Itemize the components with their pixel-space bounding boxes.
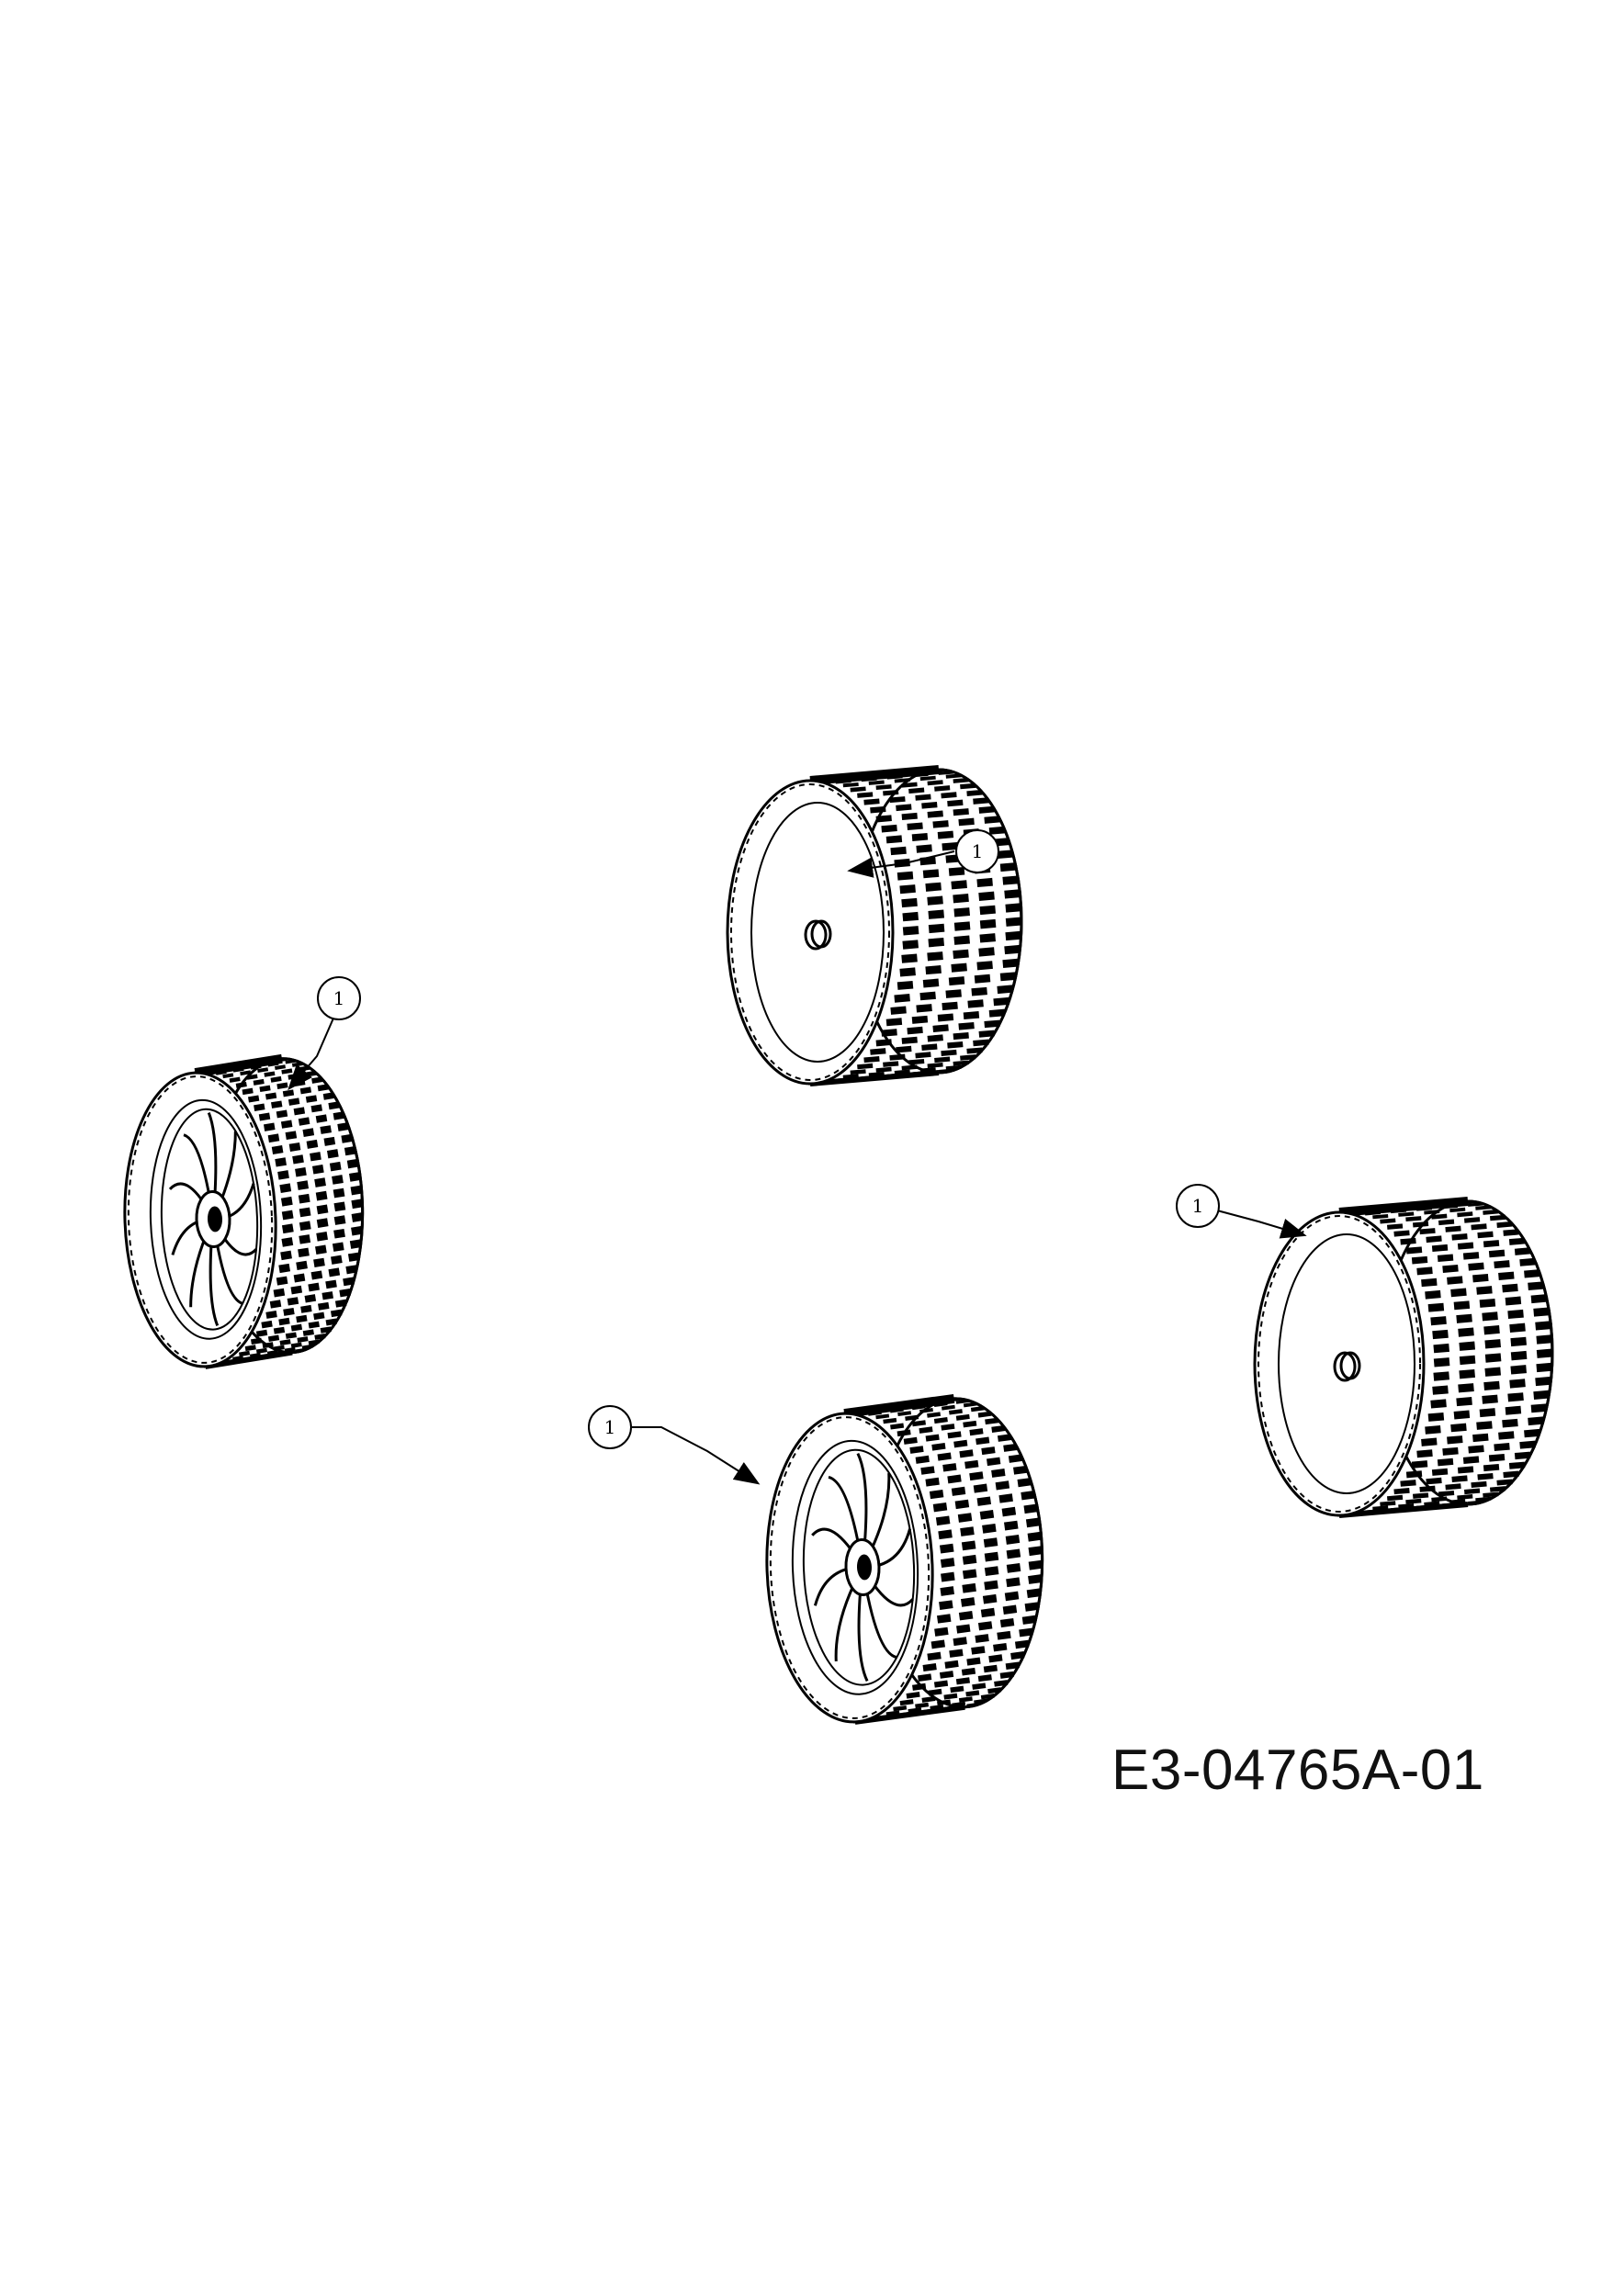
- axle-hub: [804, 919, 828, 951]
- callout-label: 1: [333, 987, 345, 1009]
- leader-line-top: [847, 850, 955, 878]
- callout-label: 1: [604, 1416, 616, 1438]
- tread-pattern: [1338, 1197, 1553, 1518]
- tread-pattern: [809, 765, 1022, 1086]
- drawing-number: E3-04765A-01: [1111, 1739, 1484, 1802]
- wheel-left: [123, 1053, 365, 1369]
- hubcap: [750, 802, 885, 1063]
- axle-hub: [1333, 1351, 1357, 1382]
- leader-lines: [288, 850, 1307, 1485]
- hubcap: [1278, 1233, 1415, 1494]
- callout-label: 1: [1192, 1195, 1204, 1217]
- callout-balloon-left: 1: [317, 976, 361, 1020]
- callout-label: 1: [972, 840, 984, 862]
- tread-pattern: [843, 1393, 1043, 1725]
- wheel-right: [1253, 1197, 1554, 1518]
- wheel-top: [726, 765, 1023, 1086]
- callout-balloon-top: 1: [955, 829, 999, 873]
- wheel-bottom: [765, 1393, 1044, 1725]
- rim-inner: [791, 1439, 919, 1695]
- leader-line-left: [288, 1013, 336, 1091]
- leader-line-bottom: [632, 1426, 761, 1485]
- leader-line-right: [1216, 1210, 1307, 1239]
- callout-balloon-bottom: 1: [588, 1405, 632, 1449]
- tread-pattern: [194, 1053, 364, 1369]
- callout-balloon-right: 1: [1176, 1184, 1220, 1228]
- rim-inner: [149, 1098, 263, 1340]
